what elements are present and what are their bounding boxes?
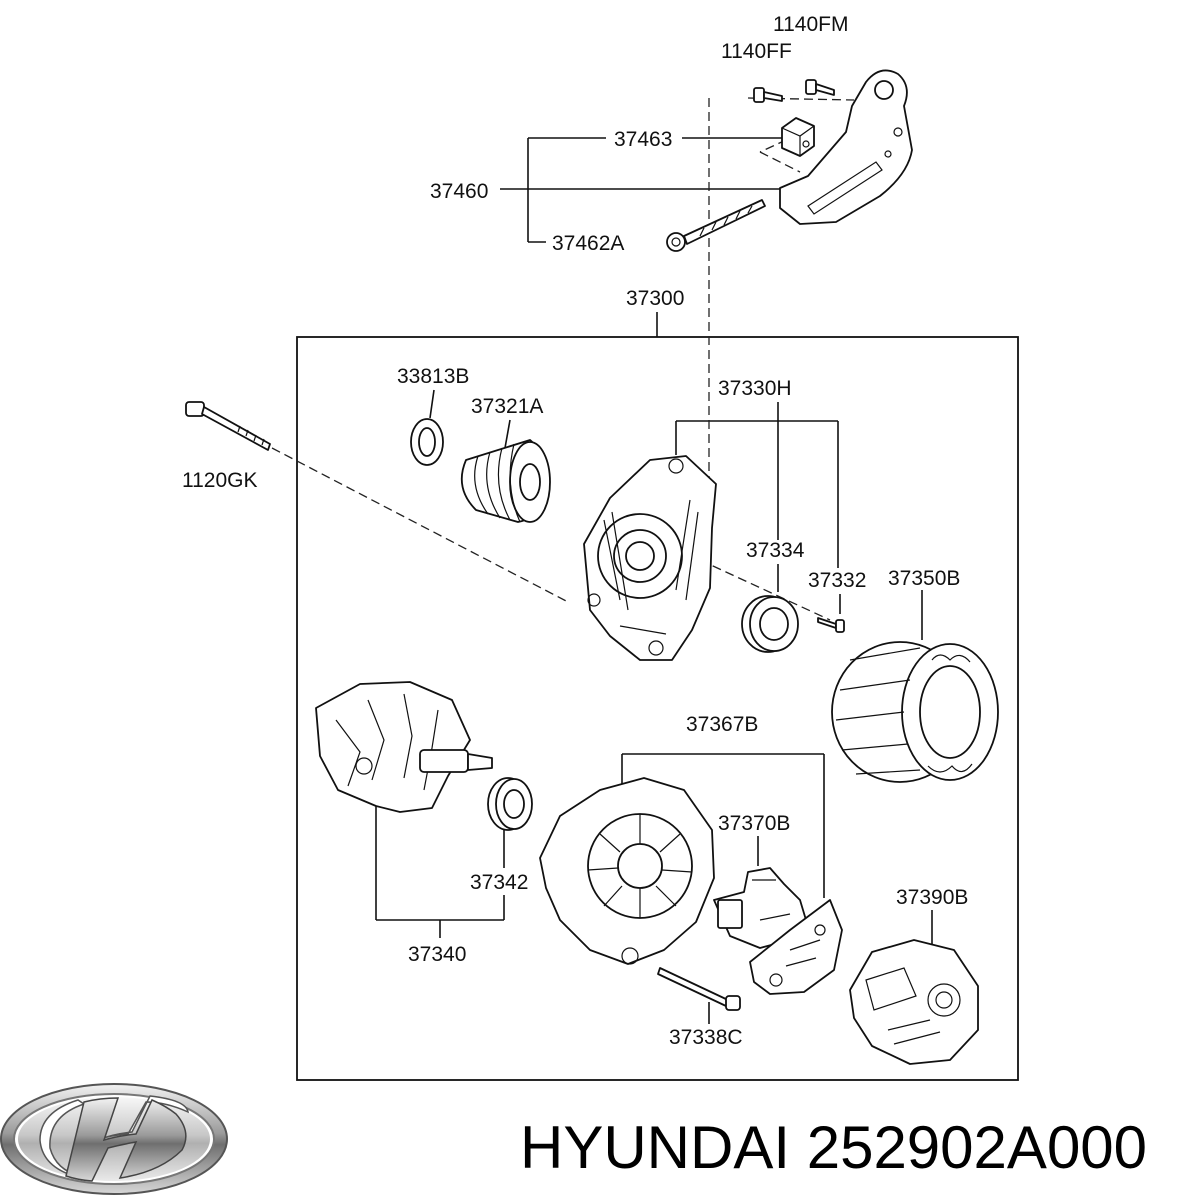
rear-cover-37390b-icon [849,939,979,1065]
pulley-37321a-icon [460,439,551,523]
bearing-37342-icon [487,777,533,831]
washer-33813b-icon [410,418,444,466]
screw-37332-icon [817,617,845,633]
label-37462a: 37462A [552,232,624,255]
brand-name: HYUNDAI [520,1114,791,1181]
part-number: 252902A000 [806,1114,1148,1181]
label-1120gk: 1120GK [182,469,258,492]
rectifier-icon [749,899,843,995]
label-37370b: 37370B [718,812,790,835]
label-37321a: 37321A [471,395,543,418]
label-37300: 37300 [626,287,684,310]
brush-holder-37370b-icon [713,867,807,949]
label-37460: 37460 [430,180,488,203]
label-37340: 37340 [408,943,466,966]
label-33813b: 33813B [397,365,469,388]
label-37342: 37342 [470,871,528,894]
rear-housing-37367b-icon [539,777,715,965]
front-housing-37330h-icon [583,455,717,661]
label-1140fm: 1140FM [773,13,848,36]
label-37390b: 37390B [896,886,968,909]
bolt-37338c-icon [657,967,741,1011]
bolt-1120gk-icon [185,401,271,451]
label-37463: 37463 [614,128,672,151]
label-37350b: 37350B [888,567,960,590]
part-caption: HYUNDAI 252902A000 [520,1108,1200,1188]
rotor-37340-icon [315,681,493,813]
bolt-1140ff-icon [753,87,783,103]
stator-37350b-icon [831,641,999,783]
hyundai-logo-icon [0,1083,228,1195]
bearing-37334-icon [741,595,799,653]
label-37332: 37332 [808,569,866,592]
bolt-1140fm-icon [805,79,835,96]
label-37367b: 37367B [686,713,758,736]
label-37338c: 37338C [669,1026,743,1049]
block-37463-icon [781,117,815,157]
bolt-37462a-icon [666,199,766,252]
part-labels: 1140FM 1140FF 37463 37460 37462A 37300 3… [182,13,968,1049]
mounting-bracket-icon [779,69,913,225]
label-37334: 37334 [746,539,805,562]
label-37330h: 37330H [718,377,792,400]
label-1140ff: 1140FF [721,40,792,63]
